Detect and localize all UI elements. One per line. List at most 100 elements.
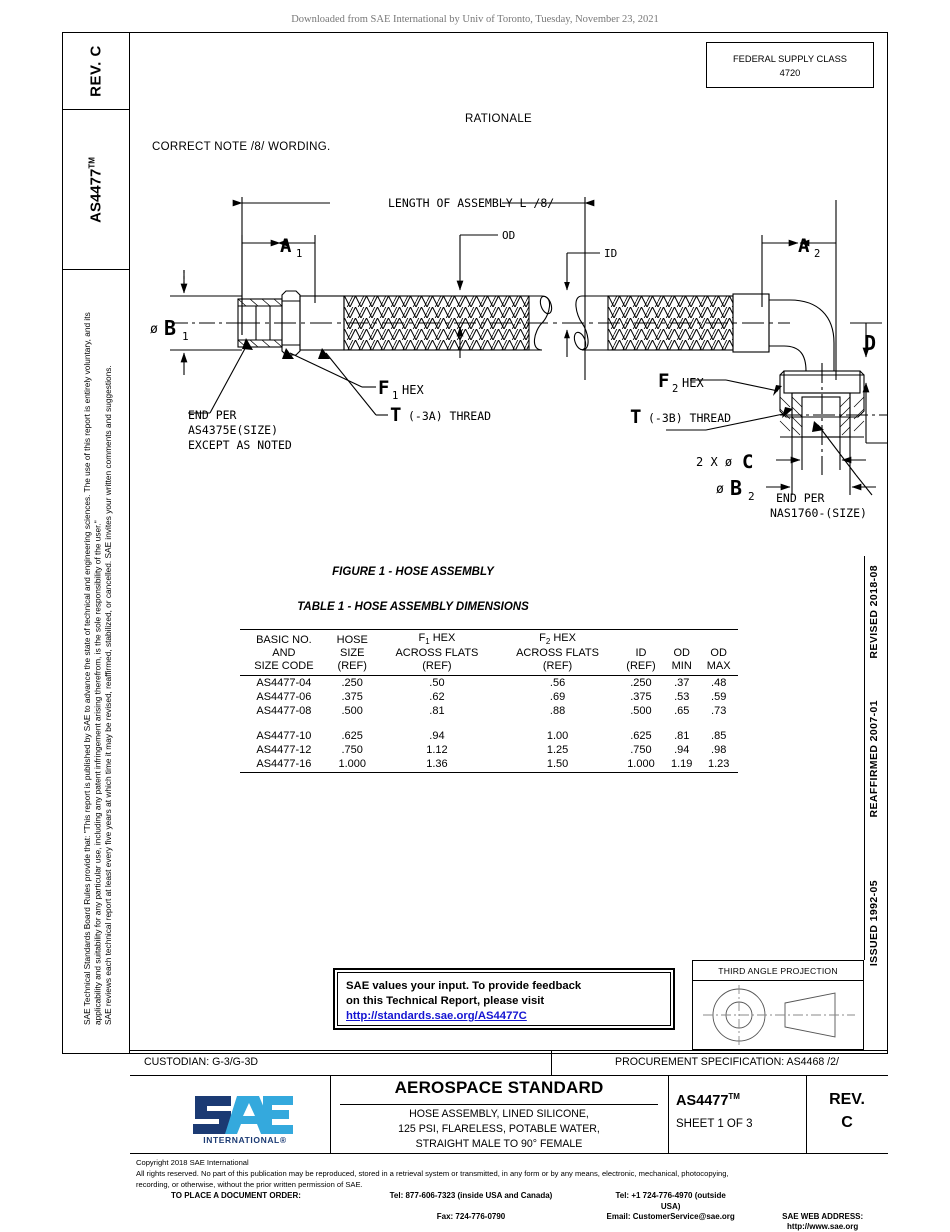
desc-line-3: STRAIGHT MALE TO 90° FEMALE <box>415 1137 583 1150</box>
cell-value: .85 <box>711 729 727 742</box>
cell-value: 1.19 <box>664 757 700 774</box>
rationale-body: CORRECT NOTE /8/ WORDING. <box>152 141 331 153</box>
cell-value: .88 <box>549 704 566 717</box>
table-row: AS4477-08.500.81.88.500.65.73 <box>240 704 738 718</box>
f1-subscript: 1 <box>392 390 398 402</box>
boilerplate-paragraph-2: SAE reviews each technical report at lea… <box>103 365 113 1025</box>
cell-value: .625 <box>341 729 363 742</box>
feedback-inner: SAE values your input. To provide feedba… <box>337 972 671 1026</box>
cell-value: .81 <box>674 729 690 742</box>
title-block-divider-3 <box>806 1076 807 1154</box>
end-per-left-line1: END PER <box>188 408 237 422</box>
footer-web: SAE WEB ADDRESS: http://www.sae.org <box>782 1211 864 1232</box>
table-1-caption: TABLE 1 - HOSE ASSEMBLY DIMENSIONS <box>297 601 529 613</box>
table-header-row-1: BASIC NO. HOSE F1 HEX F2 HEX <box>240 628 738 647</box>
third-angle-projection-label: THIRD ANGLE PROJECTION <box>693 961 863 981</box>
th-hose: HOSE <box>327 628 377 647</box>
sheet-number: SHEET 1 OF 3 <box>676 1118 753 1130</box>
t2-thread-label: (-3B) THREAD <box>648 411 731 425</box>
figure-1-hose-assembly-drawing: LENGTH OF ASSEMBLY L /8/ A 1 A 2 OD ID ø… <box>130 175 888 565</box>
th-ref-f2: (REF) <box>497 660 618 676</box>
b2-label: B <box>730 476 742 500</box>
cell-value: 1.00 <box>546 729 569 742</box>
table-header-row-3: SIZE CODE (REF) (REF) (REF) (REF) MIN MA… <box>240 660 738 676</box>
feedback-link[interactable]: http://standards.sae.org/AS4477C <box>346 1010 527 1023</box>
cell-value: 1.12 <box>426 744 448 757</box>
c-label: C <box>742 451 753 473</box>
drawing-sheet-frame <box>62 32 888 1054</box>
two-x-dia-c-prefix: 2 X ø <box>696 455 732 469</box>
th-f2-hex: F2 HEX <box>497 628 618 647</box>
cell-value: .53 <box>674 690 690 703</box>
download-banner: Downloaded from SAE International by Uni… <box>291 14 659 25</box>
f1-hex-label: HEX <box>402 383 424 397</box>
title-block <box>130 1076 888 1154</box>
th-and: AND <box>272 646 296 659</box>
cell-value: 1.000 <box>327 757 377 774</box>
rev-label: REV. <box>87 60 105 97</box>
cell-value: .375 <box>341 690 363 703</box>
custodian-text: CUSTODIAN: G-3/G-3D <box>144 1056 258 1068</box>
table-group-gap <box>240 718 738 729</box>
feedback-line-2: on this Technical Report, please visit <box>346 995 545 1008</box>
th-od-min-top: OD <box>673 646 690 659</box>
table-row: AS4477-06.375.62.69.375.53.59 <box>240 690 738 704</box>
th-blank-id <box>617 628 665 647</box>
revision-box-top: REV. C <box>62 32 130 110</box>
a2-label: A <box>798 235 810 257</box>
figure-1-caption: FIGURE 1 - HOSE ASSEMBLY <box>332 566 494 578</box>
sae-logo: INTERNATIONAL® <box>185 1086 305 1146</box>
cell-value: .750 <box>630 744 652 757</box>
fsc-value: 4720 <box>779 67 801 78</box>
th-id: ID <box>635 646 647 659</box>
cell-basic-no: AS4477-08 <box>256 704 312 717</box>
t1-thread-label: (-3A) THREAD <box>408 409 491 423</box>
cell-value: .500 <box>630 704 652 717</box>
cell-value: .59 <box>711 690 727 703</box>
document-description: HOSE ASSEMBLY, LINED SILICONE, 125 PSI, … <box>336 1107 662 1151</box>
th-basic-no: BASIC NO. <box>240 628 328 647</box>
footer-tel: Tel: 877-606-7323 (inside USA and Canada… <box>389 1191 553 1201</box>
fsc-label: FEDERAL SUPPLY CLASS <box>732 54 848 64</box>
title-block-divider-h <box>340 1104 658 1105</box>
a2-subscript: 2 <box>814 248 820 260</box>
trademark-mark: TM <box>87 156 97 169</box>
cell-value: .81 <box>429 704 445 717</box>
cell-value: 1.36 <box>376 757 498 774</box>
cell-value: .50 <box>429 676 445 689</box>
title-block-doc-number: AS4477TM <box>676 1092 740 1109</box>
d-label: D <box>864 331 876 355</box>
title-block-rev-value: C <box>841 1114 853 1132</box>
issued-date: ISSUED 1992-05 <box>868 880 880 967</box>
th-max: MAX <box>699 660 738 676</box>
footer-tel-outside: Tel: +1 724-776-4970 (outside USA) <box>615 1191 726 1211</box>
third-angle-projection-box: THIRD ANGLE PROJECTION <box>692 960 864 1050</box>
desc-line-1: HOSE ASSEMBLY, LINED SILICONE, <box>409 1108 589 1120</box>
doc-number: AS4477 <box>87 168 105 223</box>
table-header-row-2: AND SIZE ACROSS FLATS ACROSS FLATS ID OD… <box>240 647 738 660</box>
th-blank-odmax <box>699 628 738 647</box>
end-per-left-line2: AS4375E(SIZE) <box>188 423 278 437</box>
footer-order-label: TO PLACE A DOCUMENT ORDER: <box>171 1191 301 1201</box>
end-per-left-line3: EXCEPT AS NOTED <box>188 438 292 452</box>
cell-basic-no: AS4477-06 <box>256 690 312 703</box>
title-block-divider-1 <box>330 1076 331 1154</box>
cell-value: .94 <box>429 729 445 742</box>
cell-value: .625 <box>630 729 652 742</box>
th-across-flats-2: ACROSS FLATS <box>516 646 599 659</box>
b1-label: B <box>164 316 176 340</box>
feedback-box: SAE values your input. To provide feedba… <box>333 968 675 1030</box>
cell-value: .48 <box>711 676 727 689</box>
diameter-symbol-b2: ø <box>716 482 724 497</box>
th-f1-hex: F1 HEX <box>376 628 498 647</box>
aerospace-standard-title: AEROSPACE STANDARD <box>394 1078 604 1097</box>
document-number-box: AS4477TM <box>62 110 130 270</box>
t2-label: T <box>630 406 641 428</box>
third-angle-projection-symbol <box>703 985 855 1045</box>
cell-value: .750 <box>341 744 363 757</box>
title-block-revision: REV. C <box>806 1088 888 1134</box>
boilerplate-paragraph-1: SAE Technical Standards Board Rules prov… <box>82 309 103 1025</box>
federal-supply-class-box: FEDERAL SUPPLY CLASS 4720 <box>706 42 874 88</box>
b2-subscript: 2 <box>748 490 755 503</box>
